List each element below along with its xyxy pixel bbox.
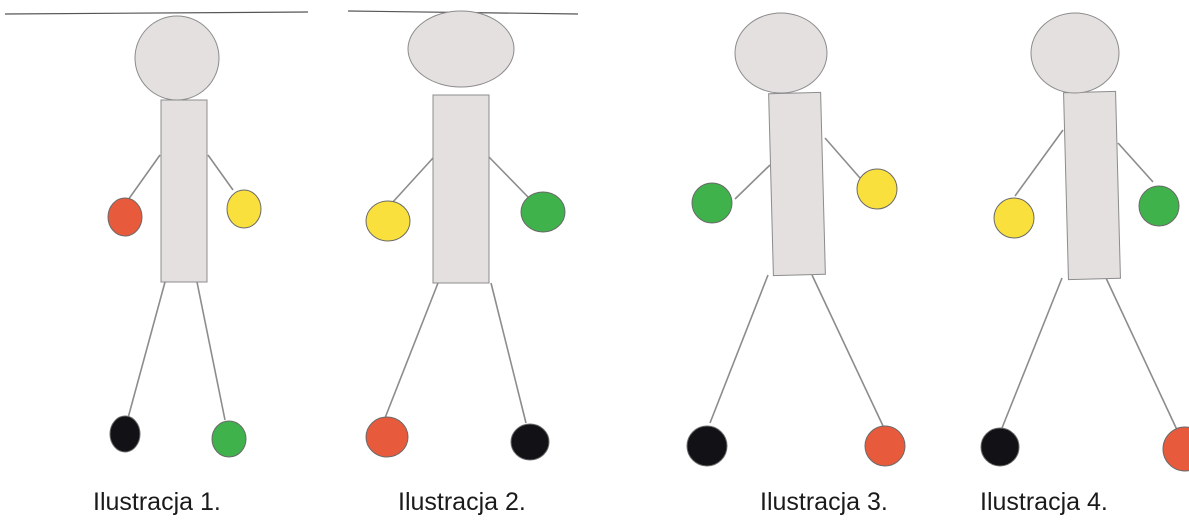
figure-4-left-foot-black-dot [980, 427, 1020, 467]
figure-2-right-leg [490, 282, 527, 424]
figure-4-right-leg [1105, 277, 1179, 433]
figure-2-right-arm [486, 154, 529, 198]
figure-2-right-hand-green-dot [520, 191, 566, 233]
figure-1-left-leg [127, 281, 166, 419]
paper-edge-line [4, 11, 309, 15]
figure-4-head [1030, 12, 1120, 94]
figure-3-left-leg [709, 274, 769, 424]
figure-3-head [734, 12, 828, 94]
figure-2-right-foot-black-dot [510, 423, 550, 461]
figure-1-right-arm [207, 154, 234, 191]
figure-4-right-hand-green-dot [1138, 185, 1180, 227]
figure-4-left-arm [1014, 129, 1064, 197]
figure-3-left-hand-green-dot [691, 182, 733, 224]
figure-2-head [407, 10, 515, 88]
figure-1-right-leg [196, 281, 226, 421]
figure-1-left-hand-red-dot [107, 197, 143, 237]
figure-3-right-leg [811, 274, 885, 429]
figure-1-body [160, 99, 208, 283]
figure-4-body [1063, 90, 1121, 281]
figure-1-left-arm [127, 154, 161, 201]
figure-1-head [134, 15, 220, 101]
figure-2-left-leg [384, 282, 439, 419]
caption-illustration-2: Ilustracja 2. [398, 488, 526, 516]
figure-3-right-foot-red-dot [864, 425, 906, 467]
figure-2-left-hand-yellow-dot [365, 200, 411, 242]
figure-2-left-foot-red-dot [365, 416, 409, 458]
figure-1-right-hand-yellow-dot [226, 189, 262, 229]
caption-illustration-1: Ilustracja 1. [93, 488, 221, 516]
figure-4-right-foot-red-dot [1162, 426, 1189, 472]
figure-1-right-foot-green-dot [211, 420, 247, 458]
figure-4-left-hand-yellow-dot [993, 197, 1035, 239]
caption-illustration-4: Ilustracja 4. [980, 488, 1108, 516]
figure-3-left-foot-black-dot [686, 425, 728, 467]
figure-2-body [432, 94, 490, 284]
figure-3-right-hand-yellow-dot [856, 168, 898, 210]
figure-3-left-arm [734, 164, 771, 200]
figure-4-right-arm [1117, 142, 1154, 183]
figure-3-right-arm [824, 137, 861, 179]
figure-3-body [768, 91, 826, 277]
figure-2-left-arm [391, 157, 434, 204]
caption-illustration-3: Ilustracja 3. [760, 488, 888, 516]
figure-4-left-leg [1001, 277, 1063, 429]
figure-1-left-foot-black-dot [109, 415, 141, 453]
